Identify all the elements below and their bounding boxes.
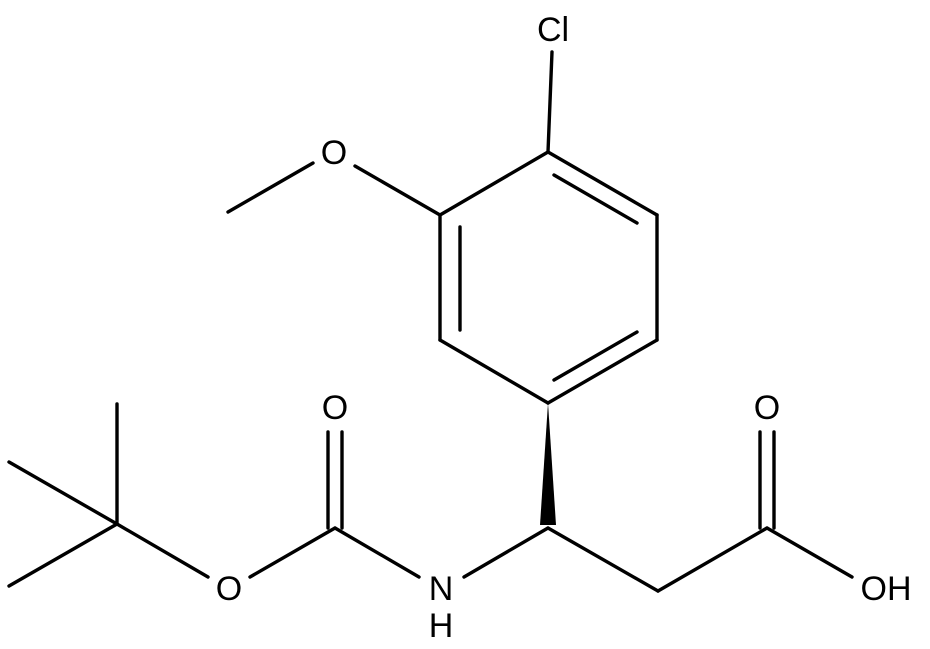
bond-carboxyl-hydroxyl (765, 526, 854, 579)
ring-bond-c6-c1 (438, 150, 550, 217)
bond-ch2-carboxyl-carbon (656, 526, 769, 593)
bond-carbamate-ester-oxygen (248, 526, 337, 579)
carbamate-carbonyl-oxygen-label: O (322, 389, 348, 427)
acid-carbonyl-oxygen-label: O (754, 389, 780, 427)
bond-stereocenter-ch2 (546, 526, 660, 593)
benzene-ring (438, 150, 659, 405)
bond-stereocenter-nitrogen (462, 526, 550, 579)
methoxy-oxygen-atom-label: O (321, 134, 347, 172)
amide-nitrogen-label: N (429, 570, 454, 608)
bond-ester-oxygen-tbutyl (115, 522, 210, 579)
ring-bond-c4-c5 (438, 338, 550, 405)
ring-bond-c1-c2 (546, 150, 659, 217)
bond-tbutyl-methyl-left-lower (7, 522, 119, 588)
bond-nitrogen-carbamate-carbon (333, 526, 421, 579)
amide-hydrogen-label: H (429, 607, 454, 645)
ring-inner-bond-top-right (552, 173, 639, 225)
chlorine-atom-label: Cl (537, 11, 569, 49)
bond-ring-methoxy-oxygen (353, 164, 442, 217)
stereo-wedge-bond (540, 403, 556, 525)
acid-hydroxyl-label: OH (861, 570, 912, 608)
carbamate-ester-oxygen-label: O (216, 570, 242, 608)
bond-methoxy-methyl (226, 161, 315, 214)
ring-bond-c3-c4 (546, 338, 659, 405)
bond-tbutyl-methyl-left-upper (7, 460, 119, 526)
ring-inner-bond-bottom-right (552, 330, 639, 382)
bond-ring-chlorine (546, 50, 554, 154)
